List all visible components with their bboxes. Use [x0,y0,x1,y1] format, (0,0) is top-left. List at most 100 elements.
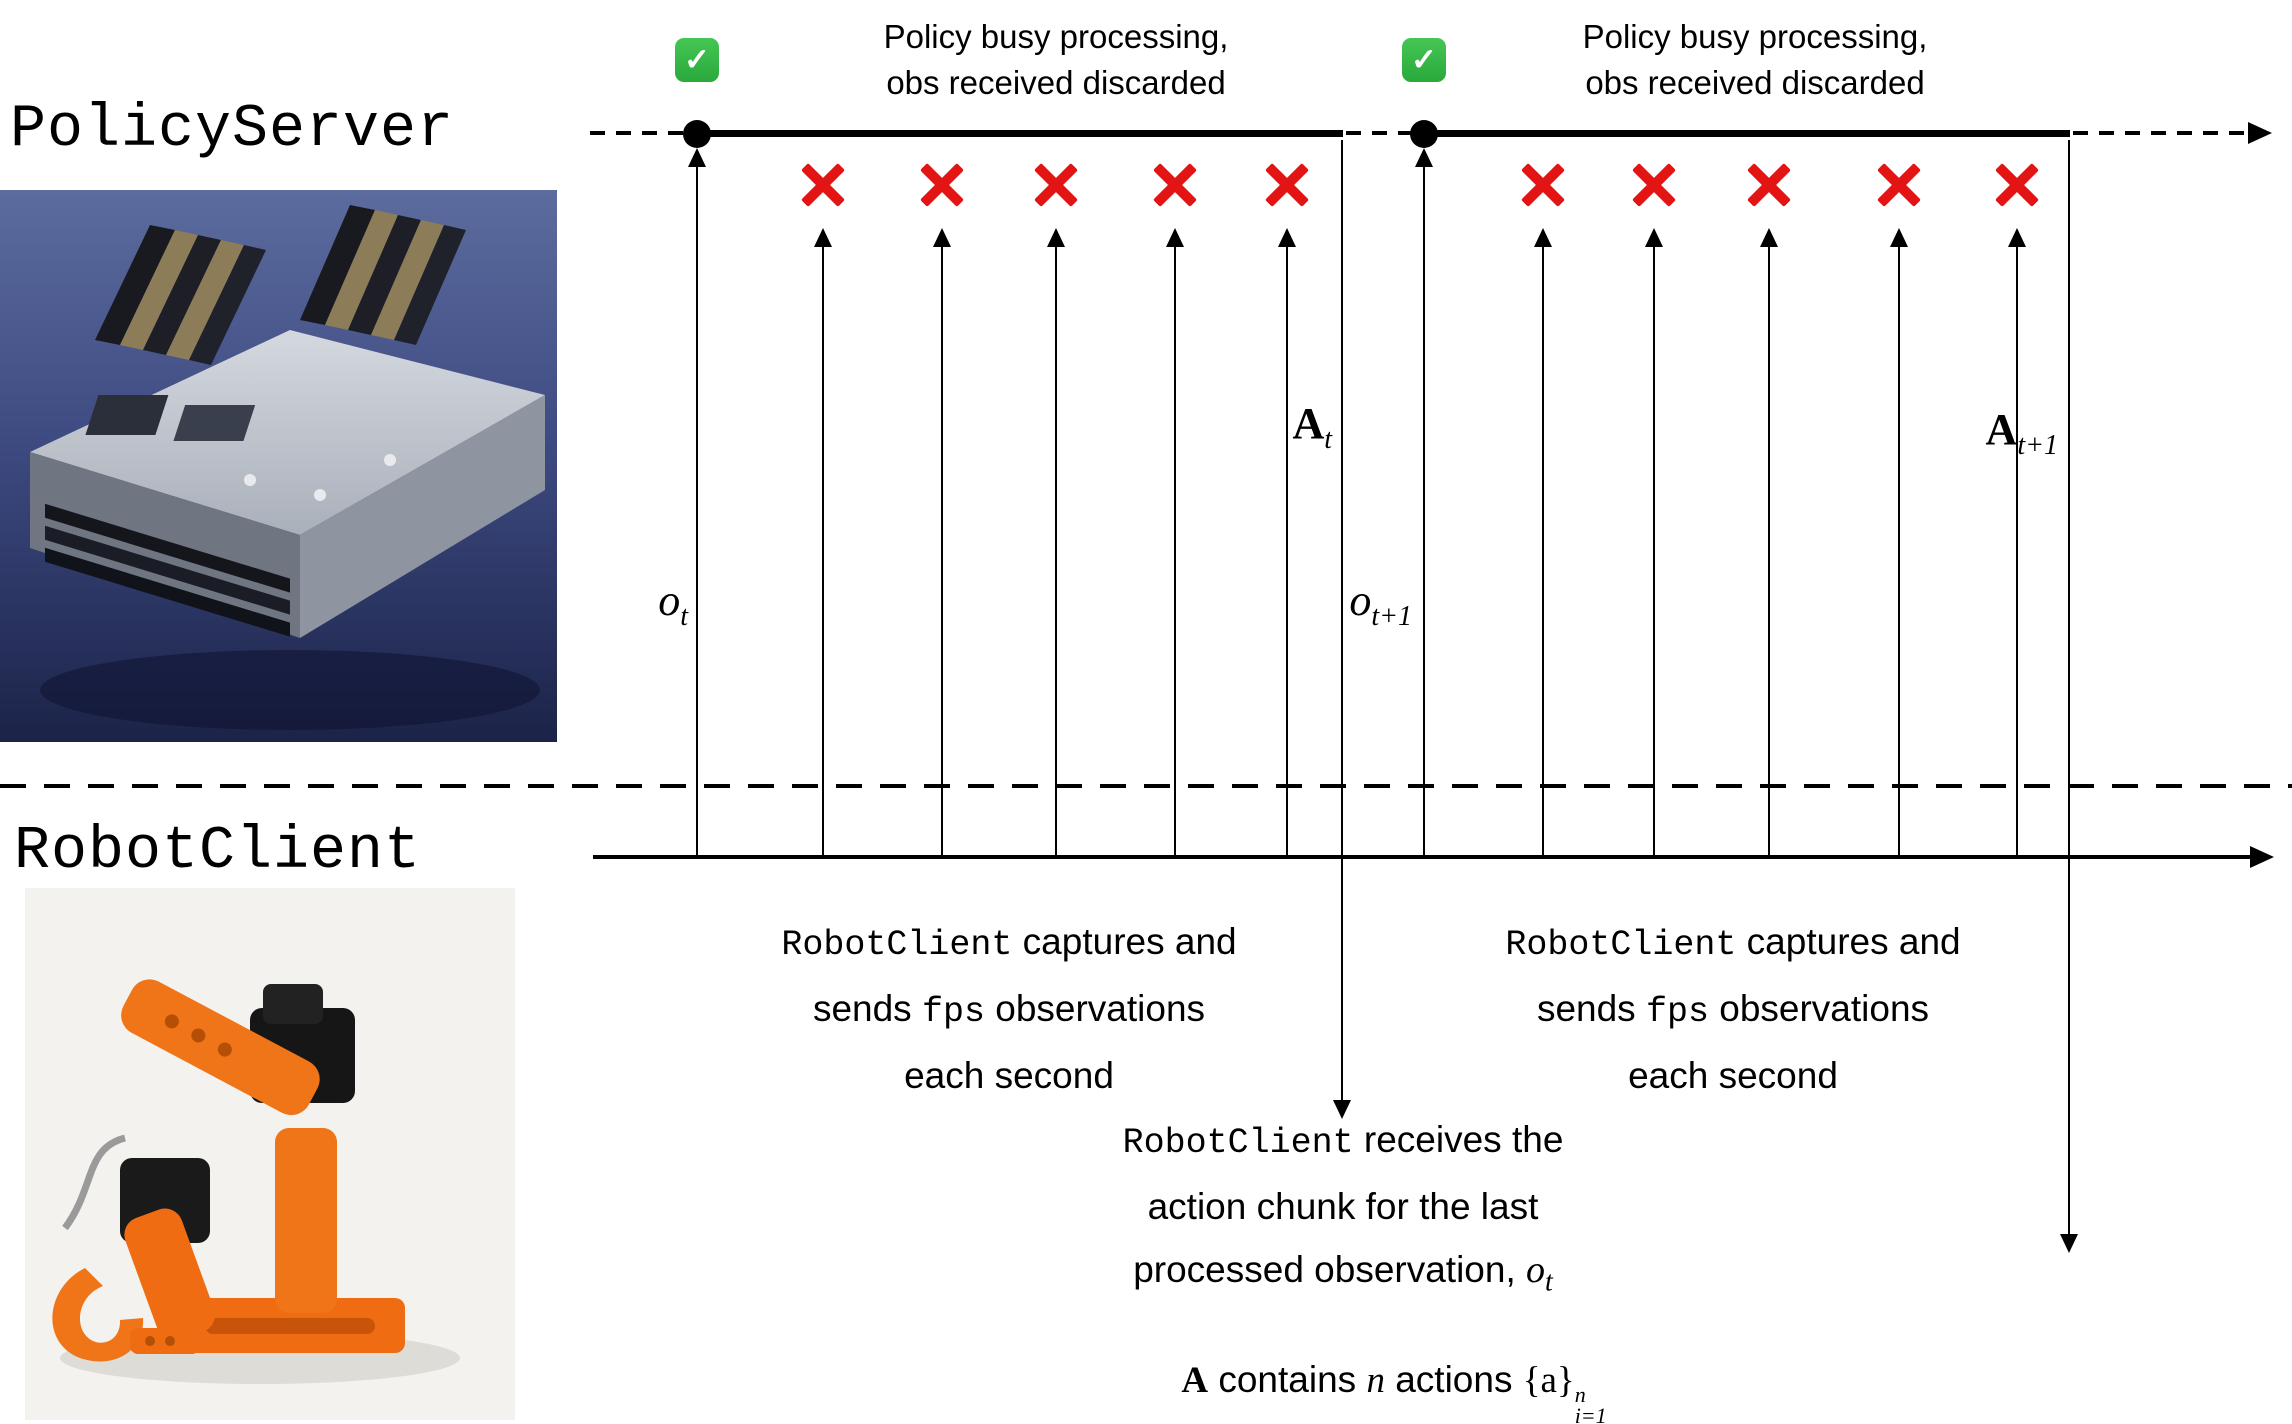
action-chunk-arrowhead-1 [1333,1100,1351,1119]
captures-text: observations [1708,988,1930,1029]
server-client-separator-line [0,784,2292,788]
obs-arrow-line [1423,166,1425,856]
discarded-obs-arrowhead [1645,228,1663,247]
policy-timeline-dashed-mid [1346,131,1412,135]
discarded-obs-arrow-line [1768,246,1770,856]
action-subscript: t+1 [2017,429,2058,461]
obs-arrowhead [1415,148,1433,167]
formula-contains: contains [1208,1359,1367,1400]
discarded-obs-arrow-line [1055,246,1057,856]
discarded-obs-arrow-line [1174,246,1176,856]
discarded-observation-x-icon [919,162,965,208]
formula-actions: actions [1384,1359,1523,1400]
robot-cable [62,1134,127,1231]
obs-label-t1: ot+1 [1300,575,1412,633]
obs-label-t: ot [610,575,688,633]
discarded-observation-x-icon [1152,162,1198,208]
policy-busy-note-line1: Policy busy processing, [883,18,1229,55]
discarded-observation-x-icon [1994,162,2040,208]
action-label-t: At [1238,398,1332,456]
discarded-obs-arrow-line [1286,246,1288,856]
discarded-obs-arrowhead [1278,228,1296,247]
robot-timeline-arrowhead [2250,846,2274,868]
obs-arrowhead [688,148,706,167]
action-chunk-arrow-line-1 [1341,140,1343,1102]
robot-timeline [593,855,2253,859]
policy-server-image [0,190,557,742]
robotclient-code: RobotClient [781,925,1013,965]
server-right-face [300,395,545,638]
receives-text: processed observation, [1133,1249,1527,1290]
action-label-t1: At+1 [1938,404,2058,462]
obs-symbol: o [658,576,681,625]
server-front-grille [45,503,290,637]
discarded-obs-arrowhead [933,228,951,247]
formula-superscript: n [1574,1382,1586,1407]
server-reflection [40,650,540,730]
server-heatsink [85,395,169,435]
obs-arrow-line [696,166,698,856]
receives-line1: RobotClient receives the [1043,1108,1643,1175]
discarded-observation-x-icon [1264,162,1310,208]
policy-busy-segment-2 [1424,130,2070,137]
discarded-obs-arrowhead [1760,228,1778,247]
policy-busy-note-line2: obs received discarded [886,64,1226,101]
captures-line2: sends fps observations [709,977,1309,1044]
server-card-bank-right [300,205,466,345]
robotclient-code: RobotClient [1122,1123,1354,1163]
discarded-observation-x-icon [1631,162,1677,208]
captures-text: captures and [1012,921,1237,962]
server-card-bank-left [95,225,266,365]
captures-text: observations [984,988,1206,1029]
obs-subscript: t+1 [1371,600,1412,632]
discarded-obs-arrow-line [1653,246,1655,856]
action-chunk-arrow-line-2 [2068,140,2070,1236]
discarded-obs-arrowhead [1047,228,1065,247]
check-glyph: ✓ [1411,42,1437,77]
policy-busy-segment-1 [697,130,1343,137]
formula-n: n [1366,1360,1385,1401]
discarded-obs-arrowhead [2008,228,2026,247]
discarded-observation-x-icon [800,162,846,208]
captures-text: captures and [1736,921,1961,962]
formula-A: A [1181,1360,1209,1401]
discarded-obs-arrow-line [822,246,824,856]
robotclient-code: RobotClient [1505,925,1737,965]
robot-client-label: RobotClient [14,818,422,886]
discarded-observation-x-icon [1520,162,1566,208]
action-chunk-arrowhead-2 [2060,1234,2078,1253]
receives-text: receives the [1353,1119,1564,1160]
discarded-obs-arrow-line [2016,246,2018,856]
policy-busy-note-line1: Policy busy processing, [1582,18,1928,55]
receives-line3: processed observation, ot [1043,1238,1643,1314]
policy-server-label: PolicyServer [10,96,455,164]
robot-upper-arm [121,979,320,1116]
discarded-obs-arrowhead [814,228,832,247]
discarded-obs-arrow-line [1898,246,1900,856]
policy-timeline-arrowhead [2248,122,2272,144]
captures-text: sends [812,988,922,1029]
action-symbol: A [1292,399,1325,448]
receives-line2: action chunk for the last [1147,1186,1539,1227]
policy-timeline-dashed-tail [2073,131,2251,135]
policy-busy-note-line2: obs received discarded [1585,64,1925,101]
discarded-observation-x-icon [1746,162,1792,208]
captures-line3: each second [1628,1055,1838,1096]
robot-photo-graphic [25,888,515,1420]
captures-line3: each second [904,1055,1114,1096]
server-top-face [30,330,545,535]
robot-client-image [25,888,515,1420]
robot-forearm [124,1208,216,1342]
obs-symbol: o [1349,576,1372,625]
captures-note-2: RobotClient captures and sends fps obser… [1433,910,2033,1107]
captures-line2: sends fps observations [1433,977,2033,1044]
policy-busy-note-1: Policy busy processing, obs received dis… [826,14,1286,106]
server-photo-graphic [0,190,557,742]
obs-subscript: t [680,600,688,632]
check-icon: ✓ [675,38,719,82]
captures-text: sends [1536,988,1646,1029]
obs-subscript: t [1545,1266,1553,1298]
discarded-obs-arrowhead [1890,228,1908,247]
